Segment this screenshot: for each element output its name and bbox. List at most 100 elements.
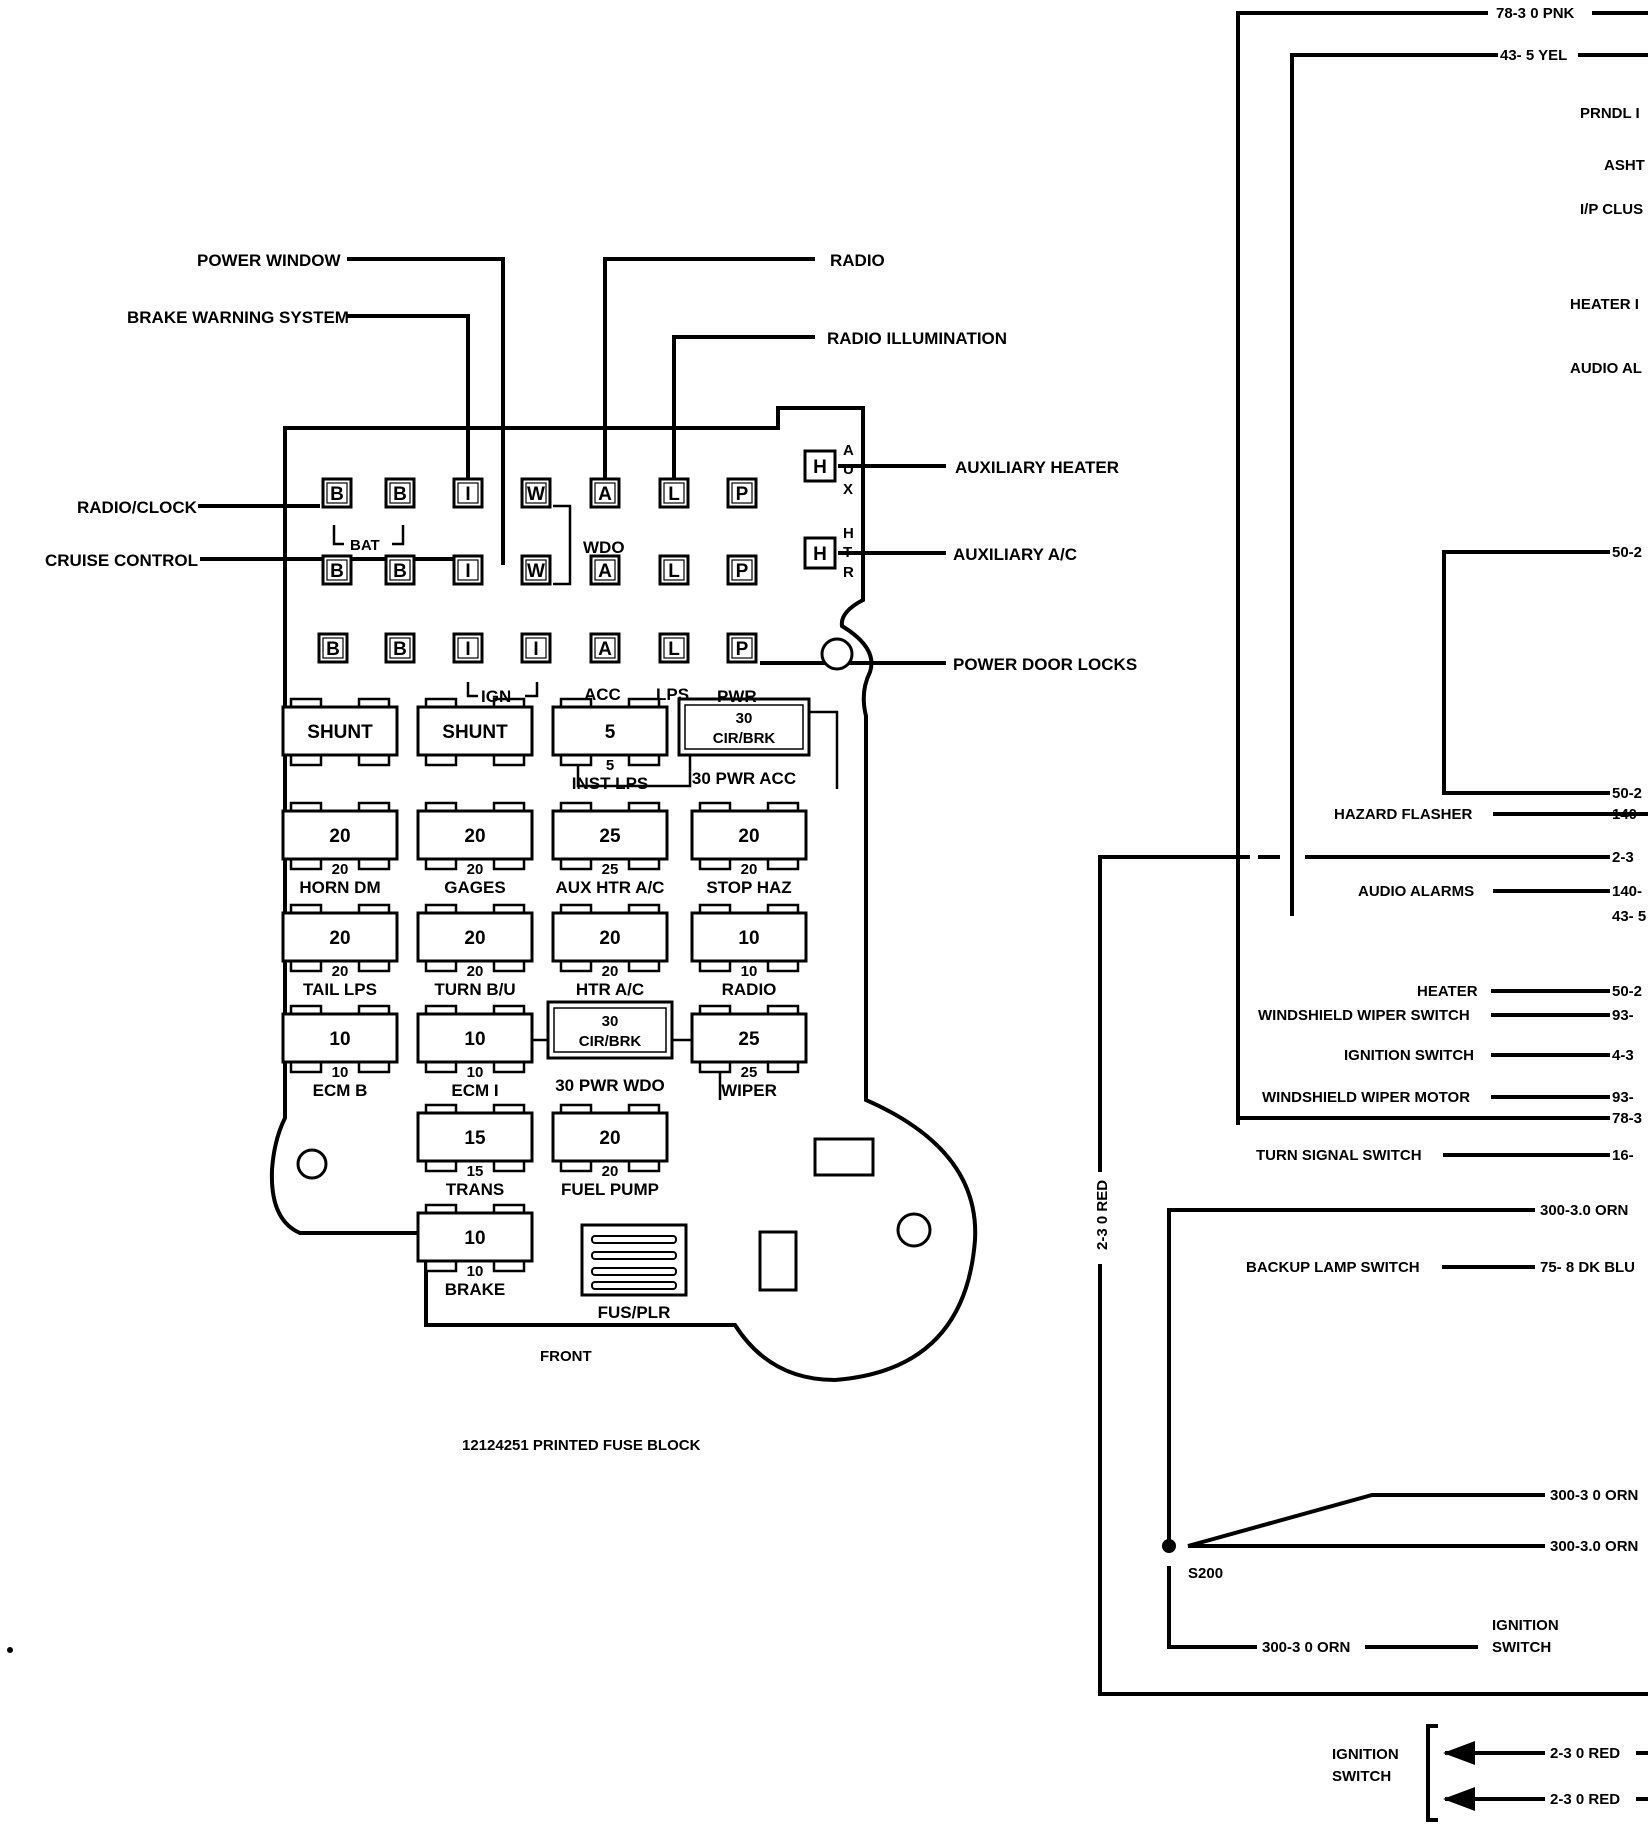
aux-ac-label: AUXILIARY A/C — [953, 545, 1077, 564]
terminal-letter: B — [393, 484, 407, 505]
radio-label: RADIO — [830, 251, 885, 270]
terminal-letter: B — [330, 561, 344, 582]
terminal-i-r1c3: I — [452, 477, 484, 509]
fuse-puller: FUS/PLR — [580, 1223, 688, 1322]
fuse-rating: 25 — [599, 826, 621, 847]
orn-wire-label-1: 300-3.0 ORN — [1540, 1202, 1628, 1219]
terminal-b-r3c2: B — [384, 632, 416, 664]
terminal-p-r3c7: P — [726, 632, 758, 664]
audio-alarms-label: AUDIO ALARMS — [1358, 883, 1474, 900]
fuse-rating: 30 — [602, 1013, 619, 1030]
backup-wire-label: 75- 8 DK BLU — [1540, 1259, 1635, 1276]
terminal-a-r3c5: A — [589, 632, 621, 664]
arrow-lower-head — [1443, 1787, 1475, 1811]
acc-label: ACC — [584, 685, 621, 704]
lps-label: LPS — [656, 685, 689, 704]
audio-al-label: AUDIO AL — [1570, 360, 1642, 377]
fuse-label: WIPER — [721, 1081, 777, 1100]
wire-50-top-label: 50-2 — [1612, 544, 1642, 561]
power-window-line — [347, 257, 505, 565]
connector-vertical — [758, 1230, 798, 1292]
fuse-label: 30 PWR WDO — [555, 1076, 665, 1095]
wire-hazard-code: 140- — [1612, 806, 1642, 823]
terminal-letter: P — [736, 484, 749, 505]
fuse-rating-sub: 20 — [467, 861, 484, 878]
mount-hole-right — [896, 1212, 932, 1248]
fuse-label: HTR A/C — [576, 980, 644, 999]
mount-hole-left — [296, 1148, 328, 1180]
vertical-red-wire-label: 2-3 0 RED — [1094, 1180, 1111, 1250]
terminal-letter: H — [813, 457, 827, 478]
fuse-label: BRAKE — [445, 1280, 505, 1299]
terminal-letter: L — [668, 639, 680, 660]
fuse-label: ECM I — [451, 1081, 498, 1100]
terminal-l-r3c6: L — [658, 632, 690, 664]
terminal-letter: W — [527, 561, 545, 582]
terminal-letter: W — [527, 484, 545, 505]
terminal-letter: L — [668, 561, 680, 582]
bat-bracket — [332, 525, 405, 546]
power-door-locks-label: POWER DOOR LOCKS — [953, 655, 1137, 674]
fuse-rating-sub: 5 — [606, 757, 614, 774]
orn-wire-label-2: 300-3 0 ORN — [1550, 1487, 1638, 1504]
wire-red-code: 2-3 — [1612, 849, 1634, 866]
terminal-p-r1c7: P — [726, 477, 758, 509]
ignition-switch-label-1: IGNITION — [1492, 1617, 1559, 1634]
fuse-rating-sub: 15 — [467, 1163, 484, 1180]
fuse-rating: 30 — [736, 710, 753, 727]
wire-pnk-code: 78-3 — [1612, 1110, 1642, 1127]
splice-s200 — [1162, 1539, 1176, 1553]
wdo-bracket — [553, 504, 572, 586]
fuse-rating-sub: 20 — [332, 963, 349, 980]
aux-terminal-h-2: H — [803, 536, 837, 570]
terminal-letter: B — [326, 639, 340, 660]
terminal-p-r2c7: P — [726, 554, 758, 586]
ignition-switch-label: IGNITION SWITCH — [1344, 1047, 1474, 1064]
connector-small — [813, 1137, 875, 1177]
fuse-label: AUX HTR A/C — [556, 878, 665, 897]
fuse-rating: 20 — [599, 1128, 620, 1149]
fuse-rating: 10 — [738, 928, 759, 949]
terminal-letter: A — [598, 484, 612, 505]
fuse-rating: 5 — [605, 722, 616, 743]
terminal-letter: P — [736, 639, 749, 660]
fuse-rating-sub: 20 — [741, 861, 758, 878]
wire-wiper-sw-code: 93- — [1612, 1007, 1634, 1024]
fuse-label: TRANS — [446, 1180, 505, 1199]
fuse-rating: 10 — [464, 1228, 485, 1249]
terminal-b-r1c2: B — [384, 477, 416, 509]
ws-wiper-motor-label: WINDSHIELD WIPER MOTOR — [1262, 1089, 1470, 1106]
wire-red-vertical — [1098, 855, 1648, 1696]
wire-50-bottom-label: 50-2 — [1612, 785, 1642, 802]
red-wire-label-1: 2-3 0 RED — [1550, 1745, 1620, 1762]
wire-pnk-top-label: 78-3 0 PNK — [1496, 5, 1575, 22]
wdo-label: WDO — [583, 538, 625, 557]
fuse-rating-sub: 10 — [467, 1064, 484, 1081]
terminal-i-r2c3: I — [452, 554, 484, 586]
terminal-a-r2c5: A — [589, 554, 621, 586]
wire-wiper-motor-code: 93- — [1612, 1089, 1634, 1106]
radio-line — [603, 257, 815, 492]
aux-letter-t: T — [843, 544, 852, 561]
fuse-label: 30 PWR ACC — [692, 769, 796, 788]
front-label: FRONT — [540, 1348, 592, 1365]
wire-heater-code: 50-2 — [1612, 983, 1642, 1000]
terminal-letter: H — [813, 544, 827, 565]
brake-warning-line — [347, 314, 470, 493]
terminal-b-r3c1: B — [317, 632, 349, 664]
bottom-bracket — [1426, 1724, 1438, 1822]
aux-letter-u: U — [843, 461, 854, 478]
fuse-rating-sub: 25 — [741, 1064, 758, 1081]
terminal-letter: B — [393, 639, 407, 660]
asht-label: ASHT — [1604, 157, 1645, 174]
turn-signal-switch-label: TURN SIGNAL SWITCH — [1256, 1147, 1422, 1164]
ignition-switch-label-2: SWITCH — [1492, 1639, 1551, 1656]
wire-yel-main — [1290, 53, 1648, 916]
prndl-label: PRNDL I — [1580, 105, 1640, 122]
fuse-rating: 25 — [738, 1029, 760, 1050]
